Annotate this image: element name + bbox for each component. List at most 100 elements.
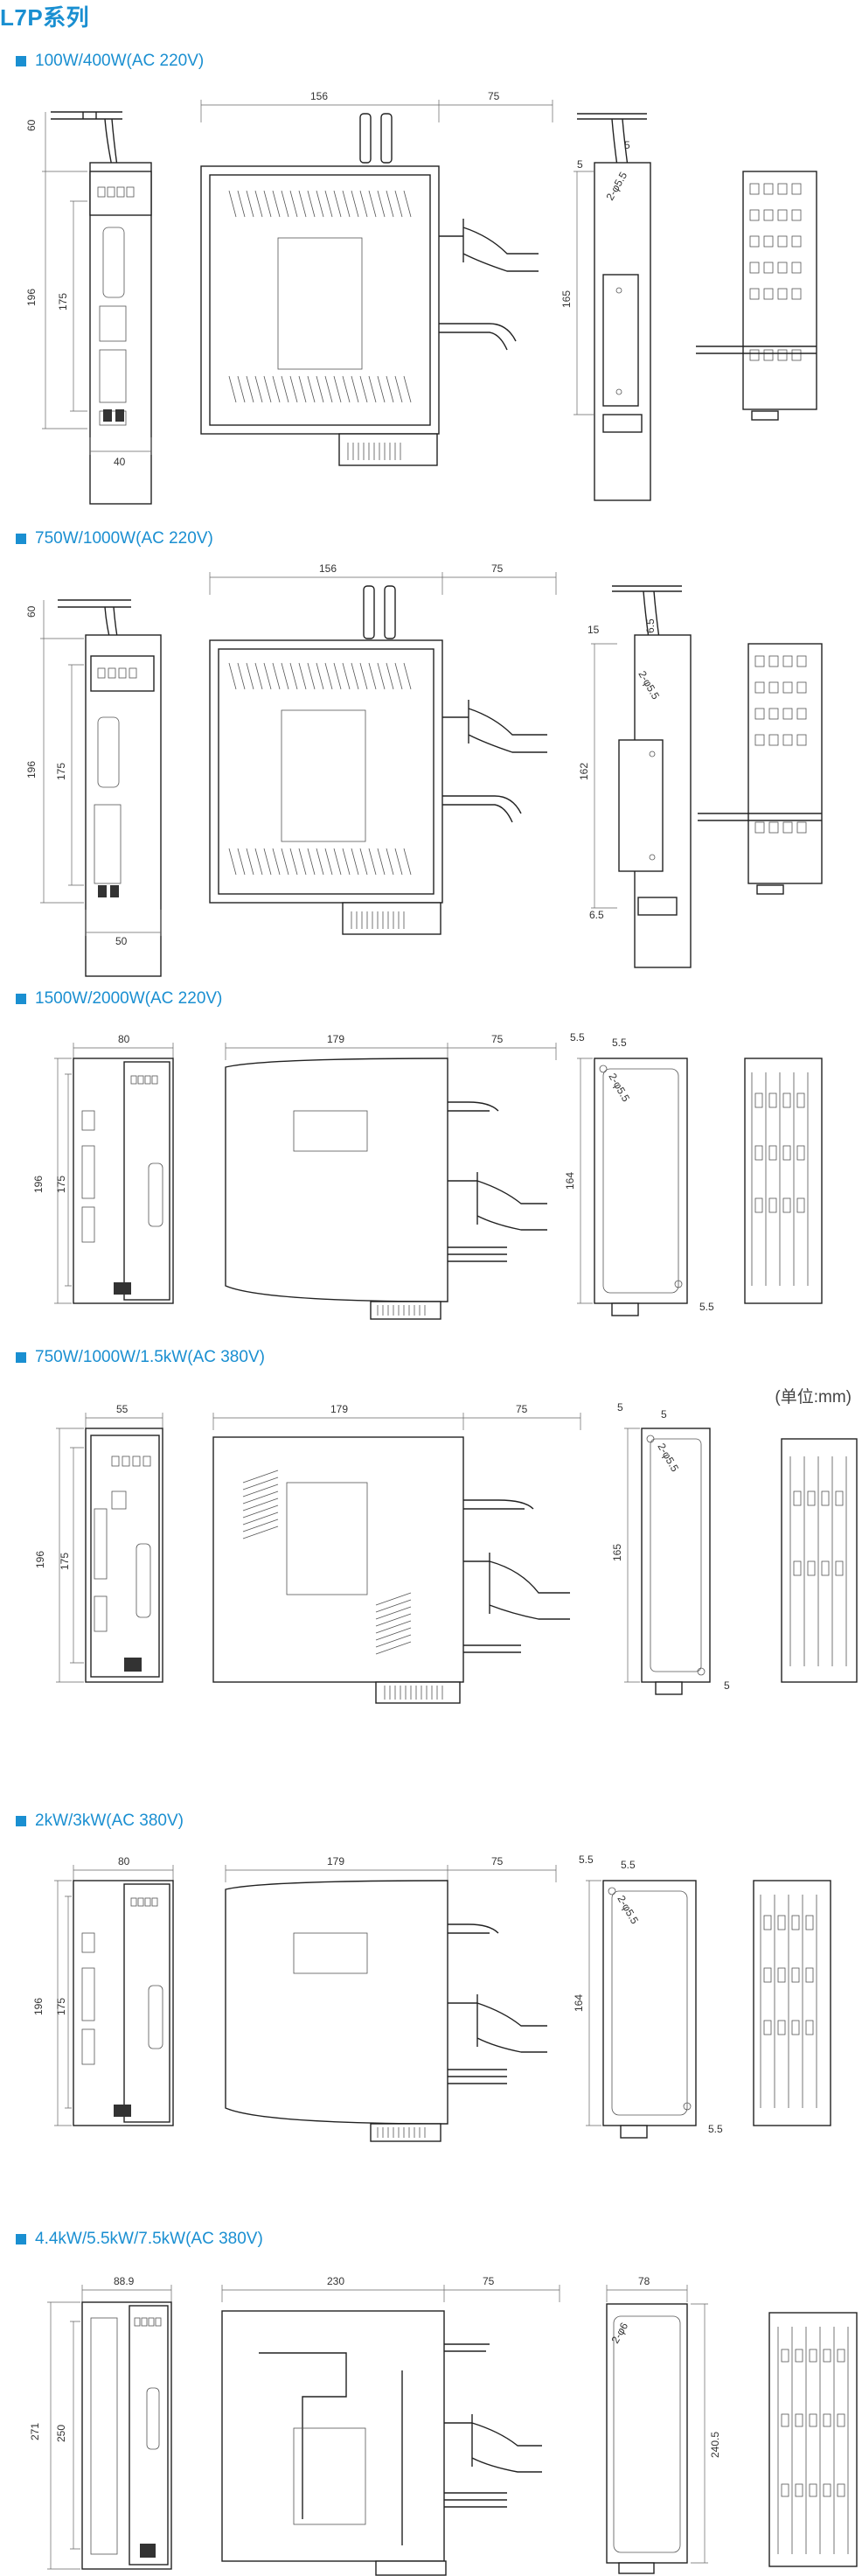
dim-back-height: 164 (564, 1172, 576, 1190)
side-view: 156 75 (209, 562, 557, 935)
dim-back-b: 5.5 (612, 1037, 627, 1049)
dim-front-width: 55 (116, 1403, 129, 1415)
front-view: 80 196 175 (32, 1855, 174, 2126)
dim-front-height: 271 (29, 2423, 41, 2440)
connector-view (781, 1438, 858, 1683)
section-heading: 1500W/2000W(AC 220V) (16, 988, 222, 1009)
dim-front-inner: 175 (55, 763, 67, 780)
dim-front-width: 50 (115, 935, 128, 947)
section-heading-text: 1500W/2000W(AC 220V) (35, 989, 223, 1008)
side-view: 156 75 (200, 90, 553, 466)
front-view: 60 196 175 50 (25, 599, 162, 977)
back-view: 5.5 5.5 164 2-φ5.5 5.5 (564, 1031, 714, 1316)
dim-back-a: 15 (587, 624, 600, 636)
dim-front-width: 40 (114, 456, 126, 468)
connector-view (744, 1058, 823, 1304)
front-view: 55 196 175 (34, 1403, 163, 1683)
section-heading-text: 100W/400W(AC 220V) (35, 52, 205, 70)
dim-front-width: 88.9 (114, 2275, 135, 2287)
section-heading: 2kW/3kW(AC 380V) (16, 1811, 184, 1832)
drawing-section-2: 60 196 175 50 156 75 162 15 6.5 6.5 2-φ5… (25, 562, 823, 977)
bullet-square-icon (16, 534, 26, 544)
dim-back-b: 5.5 (621, 1859, 636, 1871)
dim-side-width: 179 (330, 1403, 348, 1415)
dim-side-width: 230 (327, 2275, 344, 2287)
side-view: 179 75 (212, 1403, 581, 1704)
connector-view (753, 1880, 831, 2126)
dim-back-height: 165 (560, 290, 573, 308)
section-heading: 100W/400W(AC 220V) (16, 51, 204, 72)
section-heading-text: 2kW/3kW(AC 380V) (35, 1812, 184, 1830)
dim-back-b: 6.5 (644, 618, 657, 633)
connector-view (768, 2312, 858, 2567)
section-heading-text: 750W/1000W(AC 220V) (35, 529, 213, 548)
dim-front-top: 60 (25, 605, 38, 618)
dim-front-top: 60 (25, 119, 38, 131)
dim-back-a: 5.5 (570, 1031, 585, 1044)
dim-front-inner: 175 (55, 1998, 67, 2015)
front-view: 88.9 271 250 (29, 2275, 172, 2570)
dim-side-width: 156 (310, 90, 328, 102)
back-view: 78 240.5 2-φ6 (606, 2275, 721, 2574)
dim-back-c: 6.5 (589, 909, 604, 921)
drawing-section-4: 55 196 175 179 75 5 5 165 2-φ5.5 5 (34, 1401, 858, 1704)
dim-back-b: 5 (624, 139, 630, 151)
dim-back-height: 162 (578, 763, 590, 780)
page-title: L7P系列 (0, 4, 90, 31)
drawing-section-1: 60 196 175 40 156 75 165 5 5 2-φ5.5 (25, 90, 817, 505)
dim-side-width: 179 (327, 1033, 344, 1045)
bullet-square-icon (16, 1352, 26, 1363)
dim-front-inner: 175 (55, 1176, 67, 1193)
dim-front-height: 196 (25, 761, 38, 778)
dim-back-c: 5 (724, 1679, 730, 1692)
dim-side-width: 179 (327, 1855, 344, 1867)
dim-back-b: 5 (661, 1408, 667, 1421)
front-view: 60 196 175 40 (25, 111, 152, 505)
dim-side-ext: 75 (488, 90, 500, 102)
dim-side-ext: 75 (491, 1855, 504, 1867)
dim-back-a: 5 (577, 158, 583, 171)
drawing-section-3: 80 196 175 179 75 5.5 5.5 164 2-φ5.5 5.5 (32, 1031, 823, 1320)
dim-back-a: 5.5 (579, 1853, 594, 1866)
section-heading: 4.4kW/5.5kW/7.5kW(AC 380V) (16, 2229, 263, 2250)
dim-front-height: 196 (32, 1998, 45, 2015)
dim-back-width: 78 (638, 2275, 650, 2287)
dim-front-inner: 250 (55, 2425, 67, 2442)
dim-back-height: 165 (611, 1544, 623, 1561)
dim-front-width: 80 (118, 1033, 130, 1045)
side-view: 230 75 (221, 2275, 560, 2576)
dim-front-width: 80 (118, 1855, 130, 1867)
back-view: 5 5 165 2-φ5.5 5 (611, 1401, 730, 1695)
dim-back-c: 5.5 (708, 2123, 723, 2135)
dim-side-width: 156 (319, 562, 337, 575)
section-heading-text: 4.4kW/5.5kW/7.5kW(AC 380V) (35, 2230, 263, 2248)
connector-view (696, 171, 817, 421)
side-view: 179 75 (225, 1033, 557, 1320)
bullet-square-icon (16, 2234, 26, 2244)
drawing-section-6: 88.9 271 250 230 75 78 240.5 2-φ6 (29, 2275, 858, 2576)
back-view: 5.5 5.5 164 2-φ5.5 5.5 (573, 1853, 723, 2139)
dim-front-height: 196 (34, 1551, 46, 1568)
drawing-section-5: 80 196 175 179 75 5.5 5.5 164 2-φ5.5 5.5 (32, 1853, 831, 2142)
dim-side-ext: 75 (491, 1033, 504, 1045)
dim-back-c: 5.5 (699, 1301, 714, 1313)
side-view: 179 75 (225, 1855, 557, 2142)
dim-front-height: 196 (25, 289, 38, 306)
back-view: 165 5 5 2-φ5.5 (560, 113, 651, 501)
bullet-square-icon (16, 994, 26, 1004)
dim-front-inner: 175 (57, 293, 69, 311)
back-view: 162 15 6.5 6.5 2-φ5.5 (578, 585, 692, 968)
dim-front-inner: 175 (59, 1553, 71, 1570)
dim-back-height: 164 (573, 1994, 585, 2012)
dim-back-a: 5 (617, 1401, 623, 1414)
dim-back-height: 240.5 (709, 2432, 721, 2458)
dim-side-ext: 75 (483, 2275, 495, 2287)
dim-side-ext: 75 (491, 562, 504, 575)
connector-view (698, 643, 823, 895)
dim-front-height: 196 (32, 1176, 45, 1193)
dim-side-ext: 75 (516, 1403, 528, 1415)
front-view: 80 196 175 (32, 1033, 174, 1304)
section-heading: 750W/1000W/1.5kW(AC 380V) (16, 1347, 265, 1368)
section-heading-text: 750W/1000W/1.5kW(AC 380V) (35, 1348, 265, 1366)
bullet-square-icon (16, 56, 26, 66)
